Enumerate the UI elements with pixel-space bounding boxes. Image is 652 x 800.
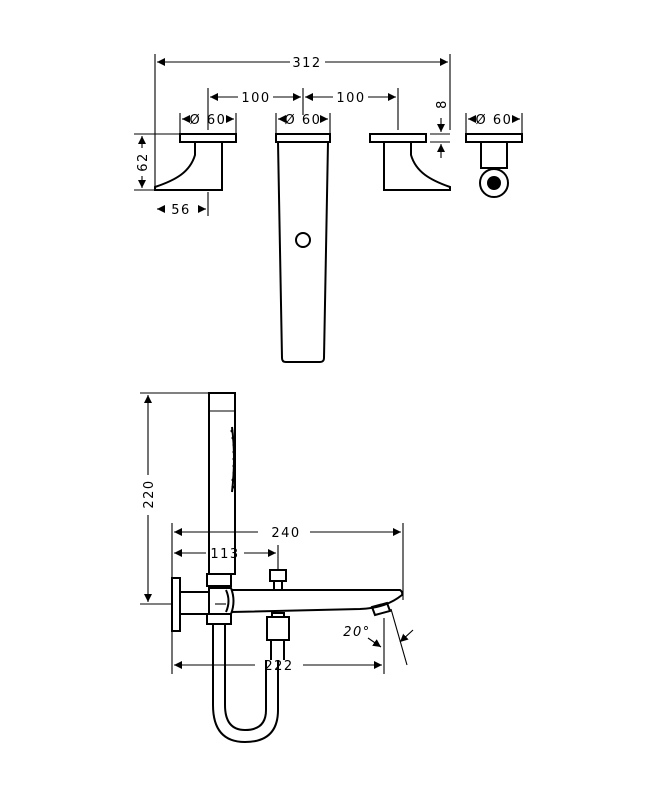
dimension-holder-distance: 113 xyxy=(174,545,279,570)
dimension-handle-projection: 56 xyxy=(157,192,209,218)
hand-shower-height-label: 220 xyxy=(142,479,157,508)
handle-height-label: 62 xyxy=(136,152,151,172)
diameter-side-label: Ø 60 xyxy=(476,113,513,128)
dimension-handle-height: 62 xyxy=(134,133,180,191)
side-view: 220 240 113 xyxy=(140,392,414,744)
holder-distance-label: 113 xyxy=(210,547,239,562)
shower-hose xyxy=(212,624,279,744)
dimension-handle-spacing: 100 100 xyxy=(207,88,399,130)
dimension-spout-angle: 20° xyxy=(343,608,414,666)
diameter-center-label: Ø 60 xyxy=(285,113,322,128)
dimension-overall-width: 312 xyxy=(154,54,451,190)
spout-angle-label: 20° xyxy=(343,625,371,640)
hose-connector xyxy=(266,612,290,660)
overall-width-label: 312 xyxy=(292,56,321,71)
spout-length-label: 240 xyxy=(271,526,300,541)
rosette-thickness-label: 8 xyxy=(435,99,450,109)
pipe-distance-label: 222 xyxy=(264,659,293,674)
bath-spout xyxy=(208,587,404,617)
right-handle xyxy=(369,133,451,191)
spacing-left-label: 100 xyxy=(241,91,270,106)
handle-projection-label: 56 xyxy=(171,203,191,218)
top-view: 312 100 100 Ø 60 xyxy=(134,54,523,363)
dimension-hand-shower-height: 220 xyxy=(140,392,214,605)
wall-plate xyxy=(171,577,210,632)
dimension-pipe-distance: 222 xyxy=(171,618,385,674)
handle-side-view: Ø 60 xyxy=(465,113,523,198)
shower-holder xyxy=(206,573,232,625)
dimension-rosette-thickness: 8 xyxy=(430,99,450,158)
diameter-left-label: Ø 60 xyxy=(190,113,227,128)
center-spout-body: Ø 60 xyxy=(275,113,331,363)
diverter-knob xyxy=(269,569,287,591)
dimension-spout-length: 240 xyxy=(171,523,404,600)
left-handle: Ø 60 xyxy=(154,113,237,191)
spacing-right-label: 100 xyxy=(336,91,365,106)
